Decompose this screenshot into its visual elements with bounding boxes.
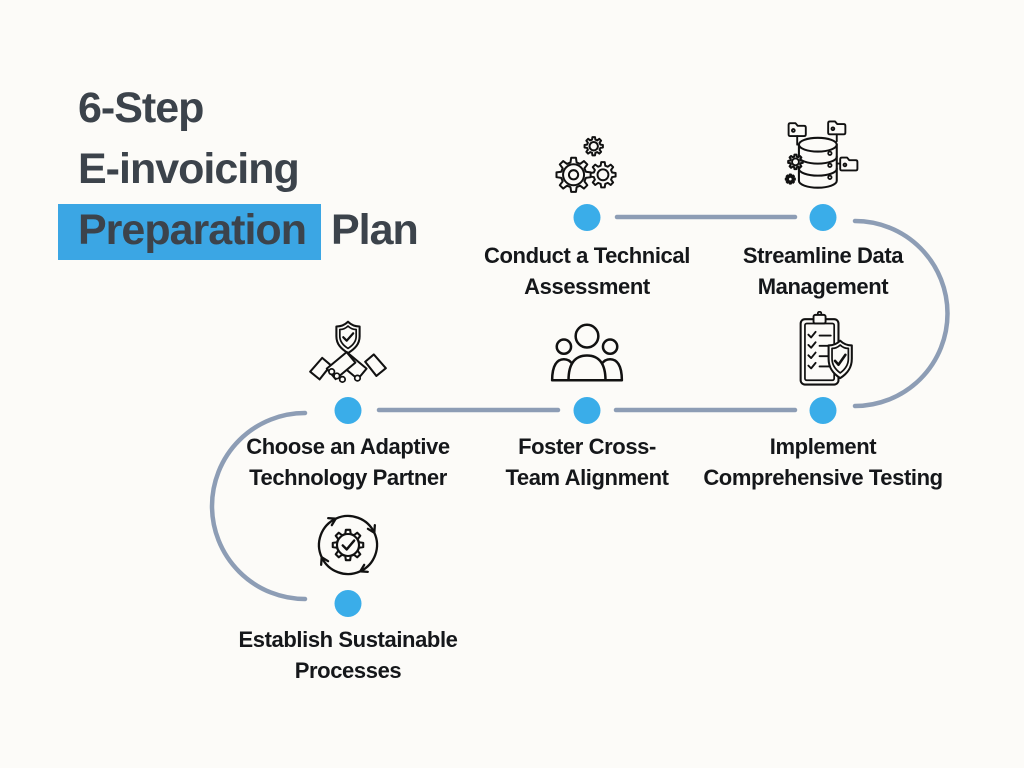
title-line-2: E-invoicing — [78, 145, 300, 193]
gears-icon — [555, 136, 617, 193]
team-icon — [550, 323, 624, 382]
step-dot — [573, 397, 601, 424]
connector-right-arc — [852, 218, 950, 409]
step-label: Conduct a Technical Assessment — [484, 243, 690, 299]
step-dot — [573, 204, 601, 231]
connector-left-arc — [209, 410, 308, 602]
step-dot — [809, 204, 837, 231]
title-highlight: Preparation — [58, 204, 321, 260]
step-dot — [334, 590, 362, 617]
step-dot — [334, 397, 362, 424]
step-label: Implement Comprehensive Testing — [703, 434, 943, 490]
clipboard-shield-icon — [799, 311, 853, 386]
step-label: Foster Cross- Team Alignment — [505, 434, 669, 490]
database-icon — [784, 120, 859, 189]
title-suffix: Plan — [330, 206, 419, 254]
step-label: Establish Sustainable Processes — [238, 627, 458, 683]
step-dot — [809, 397, 837, 424]
title-line-1: 6-Step — [78, 84, 204, 132]
step-label: Streamline Data Management — [742, 243, 904, 299]
step-label: Choose an Adaptive Technology Partner — [246, 434, 450, 490]
handshake-shield-icon — [309, 320, 387, 383]
cycle-gear-icon — [317, 514, 379, 576]
